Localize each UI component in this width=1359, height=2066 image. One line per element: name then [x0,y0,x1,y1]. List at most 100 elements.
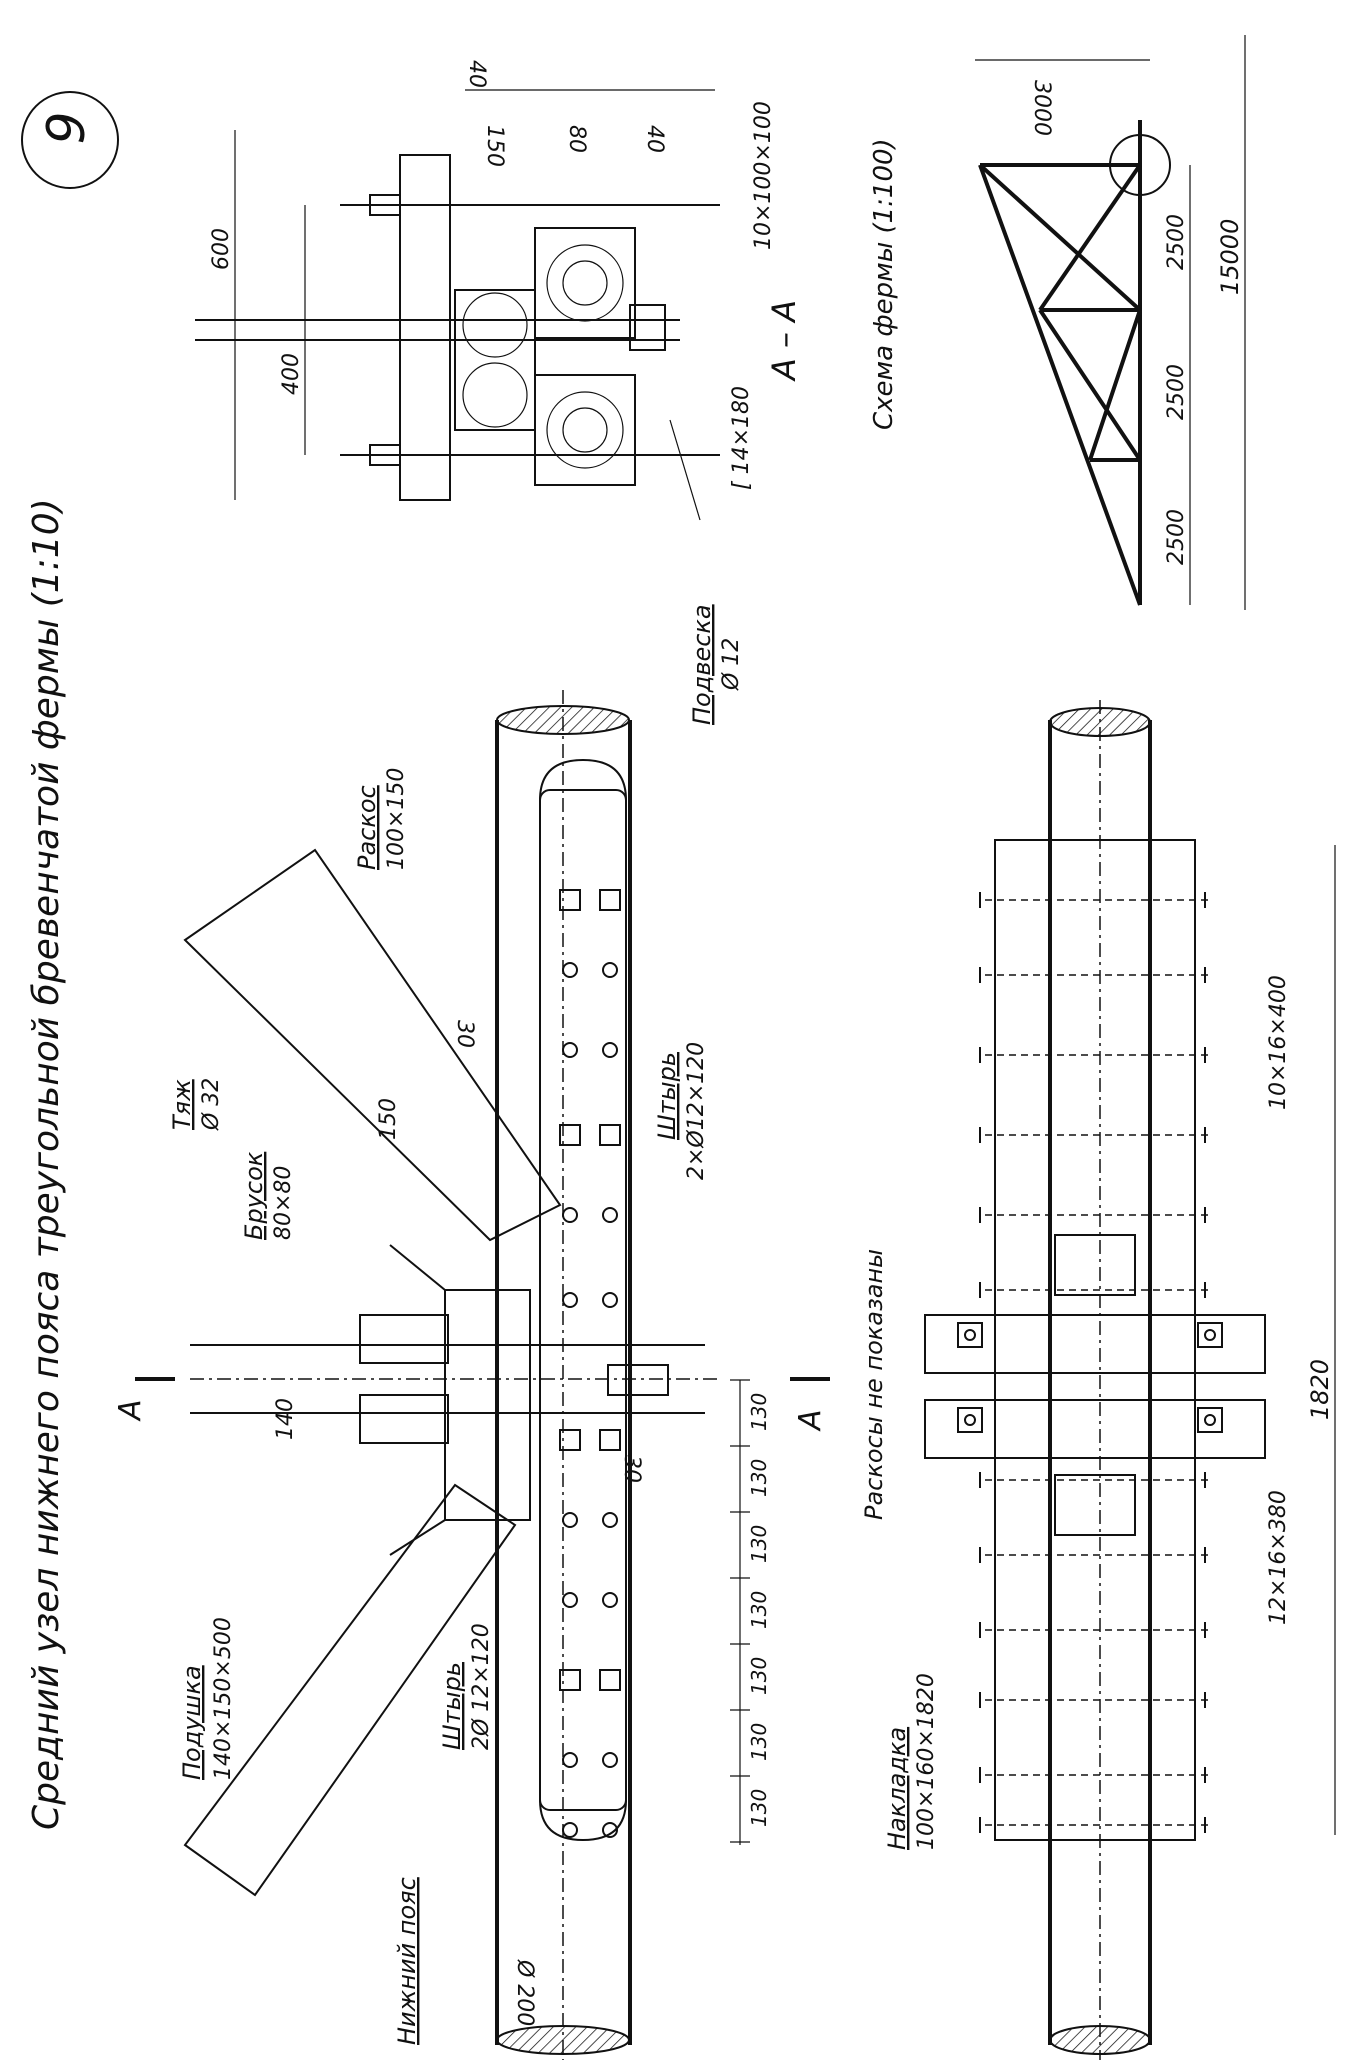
label-shtyr-bottom: Штырь [438,1662,466,1750]
pin-hole [562,1207,578,1223]
dim-spacing-label: 130 [747,1657,771,1695]
label-nizhny-poyas: Нижний пояс [393,1877,421,2045]
sheet-title-text: Средний узел нижнего пояса треугольной б… [26,498,67,1830]
dim-400: 400 [279,353,304,395]
label-brusok: Брусок [240,1151,268,1240]
strut-lower [183,1483,517,1897]
pin-hole [562,1292,578,1308]
bolt-square [559,1429,581,1451]
plan-bolt-hole [964,1414,976,1426]
plan-note: Раскосы не показаны [860,1249,888,1520]
label-podushka: Подушка [178,1665,206,1780]
dim-spacing-label: 130 [747,1393,771,1431]
label-brusok-size: 80×80 [271,1166,296,1240]
label-tyazh: Тяж [168,1079,196,1130]
label-channel: [ 14×180 [729,386,754,490]
strut-upper [183,848,562,1242]
label-plate: 10×100×100 [751,101,776,250]
scheme-height: 3000 [1029,80,1054,136]
pin-hole [562,1042,578,1058]
section-aa: А – А 600 400 150 80 40 40 10×100×100 [ … [195,60,803,725]
section-mark-a1: А [113,1399,148,1422]
section-marks: А А [113,1377,830,1432]
dim-spacing-label: 130 [747,1591,771,1629]
strip-fasteners [559,889,621,1838]
scheme-panel-2: 2500 [1164,364,1189,420]
plan-bolt-square [1197,1322,1223,1348]
bolt-square [599,1429,621,1451]
plan-view: 1820 Раскосы не показаны Накладка 100×16… [860,700,1336,2060]
plan-bolt-hole [1204,1329,1216,1341]
dim-600: 600 [209,228,234,270]
brusok-blocks [190,1314,720,1444]
scheme-title: Схема фермы (1:100) [869,138,899,430]
sheet-number-badge: 9 [21,91,119,189]
spacing-dimensions: 130 130 130 130 130 130 130 [730,1379,771,1845]
label-diameter: Ø 200 [512,1959,537,2026]
bolt-square [599,1669,621,1691]
dim-offset-top: 30 [452,1020,477,1048]
dim-40b: 40 [464,60,489,88]
label-raskos: Раскос [353,785,381,870]
dim-40a: 40 [642,125,667,153]
main-labels: Подушка 140×150×500 Брусок 80×80 Тяж Ø 3… [168,768,709,2045]
dim-spacing-label: 130 [747,1525,771,1563]
bolt-square [559,1124,581,1146]
label-shtyr-bottom-size: 2Ø 12×120 [469,1623,494,1750]
pin-hole [602,1752,618,1768]
section-mark-a2: А [793,1409,828,1432]
dim-80: 80 [564,125,589,153]
cushion-block [389,1244,531,1556]
pin-hole [602,1042,618,1058]
dim-spacing-label: 130 [747,1723,771,1761]
pin-hole [602,1207,618,1223]
pin-hole [602,1822,618,1838]
pin-hole [602,1592,618,1608]
label-podveska-size: Ø 12 [719,638,744,691]
scheme-half-span: 15000 [1216,219,1244,295]
label-podveska: Подвеска [688,604,716,725]
dim-spacing-label: 130 [747,1789,771,1827]
plan-bolt-square [1197,1407,1223,1433]
label-raskos-size: 100×150 [384,768,409,870]
plan-length: 1820 [1306,1359,1334,1420]
plan-bolt-b: 12×16×380 [1266,1490,1291,1625]
pin-hole [562,1512,578,1528]
label-shtyr-top: Штырь [653,1052,681,1140]
bolt-square [559,889,581,911]
plan-nakladka-size: 100×160×1820 [914,1673,939,1850]
dim-150: 150 [482,125,507,167]
label-podushka-size: 140×150×500 [211,1617,236,1780]
plan-bolt-square [957,1322,983,1348]
sheet-number: 9 [37,111,97,144]
pin-hole [562,1822,578,1838]
pin-hole [562,962,578,978]
bolt-square [599,1124,621,1146]
dim-spacing-label: 130 [747,1459,771,1497]
plan-bolt-hole [964,1329,976,1341]
plan-nakladka: Накладка [883,1727,911,1850]
dim-brusok-height: 140 [273,1398,298,1440]
dim-offset-bottom: 30 [619,1455,644,1483]
plan-bolt-square [957,1407,983,1433]
plan-bolt-hole [1204,1414,1216,1426]
plan-bolt-a: 10×16×400 [1266,975,1291,1110]
truss-scheme: Схема фермы (1:100) 3000 2500 2500 2500 … [869,35,1246,610]
scheme-panel-3: 2500 [1164,509,1189,565]
pin-hole [602,1512,618,1528]
pin-hole [602,1292,618,1308]
label-tyazh-size: Ø 32 [199,1078,224,1131]
pin-hole [562,1752,578,1768]
label-shtyr-top-size: 2×Ø12×120 [684,1042,709,1180]
pin-hole [562,1592,578,1608]
dim-raskos-width: 150 [376,1098,401,1140]
scheme-panel-1: 2500 [1164,214,1189,270]
bolt-square [559,1669,581,1691]
bolt-square [599,889,621,911]
sheet-title: Средний узел нижнего пояса треугольной б… [26,498,67,1830]
pin-hole [602,962,618,978]
bottom-chord [495,690,632,2060]
section-aa-title: А – А [765,300,803,382]
